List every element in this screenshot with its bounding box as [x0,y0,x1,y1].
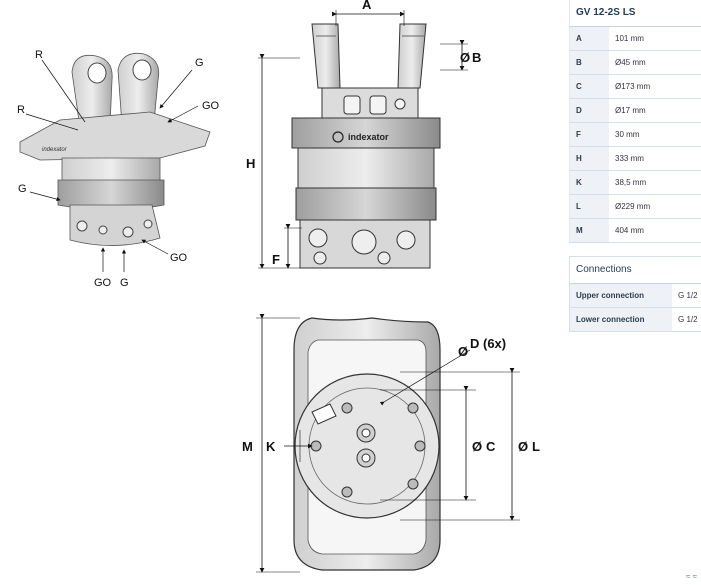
spec-key: C [569,75,609,98]
callout-g-bottom: G [120,277,129,289]
footer-mark: ≈ ≈ [685,572,697,581]
spec-value: Ø229 mm [615,202,651,211]
dim-label-m: M [242,439,253,454]
spec-row: B Ø45 mm [569,51,701,75]
spec-key: M [569,219,609,242]
dim-label-k: K [266,439,276,454]
brand-logo: indexator [348,132,389,142]
connections-table-title: Connections [570,256,701,284]
spec-key: B [569,51,609,74]
dim-label-a: A [362,0,372,12]
spec-row: M 404 mm [569,219,701,243]
svg-text:Ø: Ø [518,439,528,454]
connection-row: Lower connection G 1/2 [570,308,701,332]
spec-value: 30 mm [615,130,640,139]
spec-table-title: GV 12-2S LS [569,0,701,27]
spec-key: L [569,195,609,218]
bottom-plan-view: Ø D (6x) Ø C Ø L M K [242,314,540,573]
svg-text:Ø: Ø [458,344,468,359]
spec-key: K [569,171,609,194]
dim-label-b: B [472,50,481,65]
spec-value: Ø173 mm [615,82,651,91]
spec-row: A 101 mm [569,27,701,51]
dim-label-l: L [532,439,540,454]
spec-key: H [569,147,609,170]
spec-row: H 333 mm [569,147,701,171]
svg-text:Ø: Ø [460,50,470,65]
connection-row: Upper connection G 1/2 [570,284,701,308]
dim-label-c: C [486,439,496,454]
spec-value: 38,5 mm [615,178,647,187]
spec-value: Ø17 mm [615,106,646,115]
callout-r-upper: R [35,49,43,61]
isometric-rotator-illustration: indexator R R G GO G GO GO G [17,49,220,289]
svg-text:Ø: Ø [472,439,482,454]
spec-key: F [569,123,609,146]
dim-label-h: H [246,156,255,171]
spec-row: K 38,5 mm [569,171,701,195]
callout-r-lower: R [17,104,25,116]
connection-value: G 1/2 [678,315,698,324]
side-elevation-view: indexator A Ø B H F [246,0,481,269]
connection-value: G 1/2 [678,291,698,300]
spec-key: D [569,99,609,122]
svg-text:indexator: indexator [42,147,68,153]
callout-go-right: GO [170,252,188,264]
callout-g-side: G [18,183,27,195]
callout-g-top: G [195,57,204,69]
spec-table: GV 12-2S LS A 101 mm B Ø45 mm C Ø173 mm D Ø17 m… [569,0,701,243]
connection-key: Lower connection [570,308,672,331]
spec-row: C Ø173 mm [569,75,701,99]
spec-value: 404 mm [615,226,644,235]
spec-row: L Ø229 mm [569,195,701,219]
callout-go-top: GO [202,100,220,112]
callout-go-bottom: GO [94,277,112,289]
spec-value: 333 mm [615,154,644,163]
dim-label-d: D (6x) [470,336,506,351]
connection-key: Upper connection [570,284,672,307]
spec-value: Ø45 mm [615,58,646,67]
dim-label-f: F [272,252,280,267]
spec-key: A [569,27,609,50]
spec-value: 101 mm [615,34,644,43]
spec-row: F 30 mm [569,123,701,147]
spec-row: D Ø17 mm [569,99,701,123]
